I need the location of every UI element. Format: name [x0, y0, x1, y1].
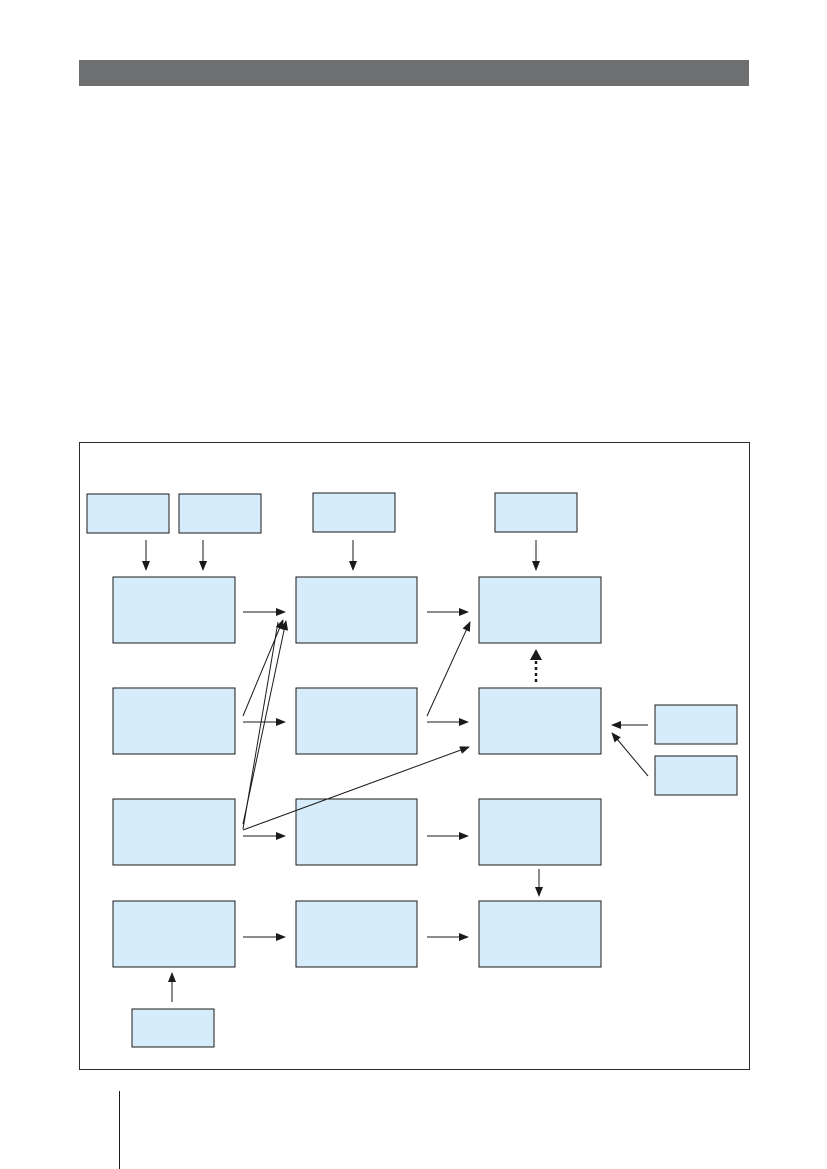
grid-box-r4c3	[478, 900, 602, 968]
input-box-2	[178, 493, 262, 534]
input-box-3	[312, 492, 396, 533]
arrow-right2-to-r2c3	[611, 732, 649, 777]
grid-box-r2c2	[295, 687, 418, 755]
arrow-r3c1-to-r2c3	[242, 746, 470, 831]
header-bar	[79, 60, 749, 86]
grid-box-r4c2	[295, 900, 418, 968]
grid-box-r4c1	[112, 900, 236, 968]
grid-box-r3c3	[478, 798, 602, 866]
input-box-1	[86, 493, 170, 534]
grid-box-r1c1	[112, 576, 236, 644]
footer-rule	[119, 1091, 120, 1169]
grid-box-r3c1	[112, 798, 236, 866]
input-box-right-1	[654, 704, 738, 745]
arrow-r3c1-to-r1c2-a	[242, 620, 289, 825]
input-box-4	[494, 492, 578, 533]
arrow-r3c1-to-r1c2-b	[242, 621, 279, 830]
figure-frame	[79, 442, 750, 1070]
input-box-right-2	[654, 755, 738, 796]
dotted-arrow-head	[530, 649, 542, 660]
grid-box-r1c3	[478, 576, 602, 644]
grid-box-r2c1	[112, 687, 236, 755]
input-box-bottom	[131, 1008, 215, 1048]
grid-box-r3c2	[295, 798, 418, 866]
arrow-r2c2-to-r1c3	[426, 621, 471, 717]
grid-box-r1c2	[295, 576, 418, 644]
arrow-r2c1-to-r1c2	[242, 619, 284, 717]
grid-box-r2c3	[478, 687, 602, 755]
